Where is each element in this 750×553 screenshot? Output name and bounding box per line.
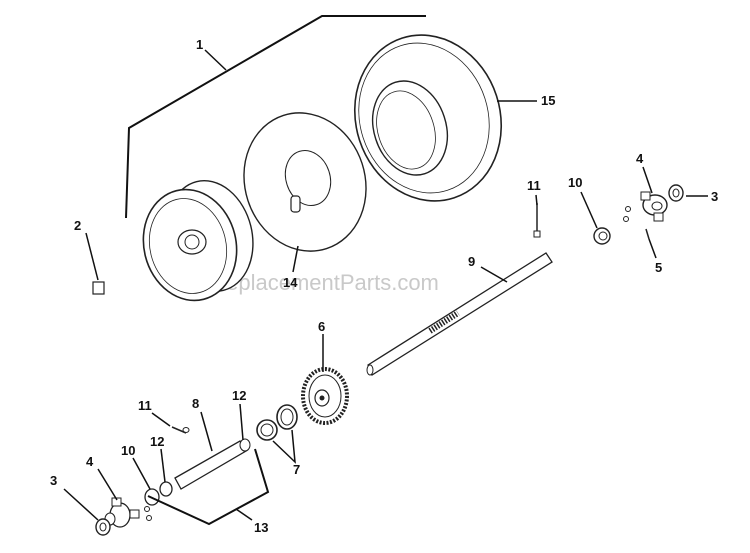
left-hub <box>95 497 152 536</box>
callout-12-left: 12 <box>150 434 164 449</box>
axle-shaft <box>366 252 553 376</box>
callout-13: 13 <box>254 520 268 535</box>
callout-1: 1 <box>196 37 203 52</box>
leader-lines <box>63 15 708 526</box>
right-hub <box>623 184 684 240</box>
callout-3-right: 3 <box>711 189 718 204</box>
left-pin <box>171 426 187 434</box>
callout-2: 2 <box>74 218 81 233</box>
washers <box>256 404 298 441</box>
callout-3-left: 3 <box>50 473 57 488</box>
right-bearing <box>593 227 611 245</box>
right-pin <box>533 203 541 238</box>
callout-12-right: 12 <box>232 388 246 403</box>
inner-tube <box>243 112 367 252</box>
callout-4-right: 4 <box>636 151 644 166</box>
callout-11-right: 11 <box>527 178 541 193</box>
callout-6: 6 <box>318 319 325 334</box>
wheel-rim <box>142 180 254 302</box>
callout-8: 8 <box>192 396 199 411</box>
callout-10-right: 10 <box>568 175 582 190</box>
callout-10-left: 10 <box>121 443 135 458</box>
short-shaft <box>174 438 251 490</box>
callout-14: 14 <box>283 275 298 290</box>
callout-15: 15 <box>541 93 555 108</box>
callout-9: 9 <box>468 254 475 269</box>
callout-7: 7 <box>293 462 300 477</box>
callout-11-left: 11 <box>138 398 152 413</box>
callout-4-left: 4 <box>86 454 94 469</box>
part-2-clip <box>92 281 105 295</box>
gear <box>301 367 349 425</box>
valve-stem <box>290 195 301 213</box>
tire <box>353 34 503 202</box>
callout-5: 5 <box>655 260 662 275</box>
